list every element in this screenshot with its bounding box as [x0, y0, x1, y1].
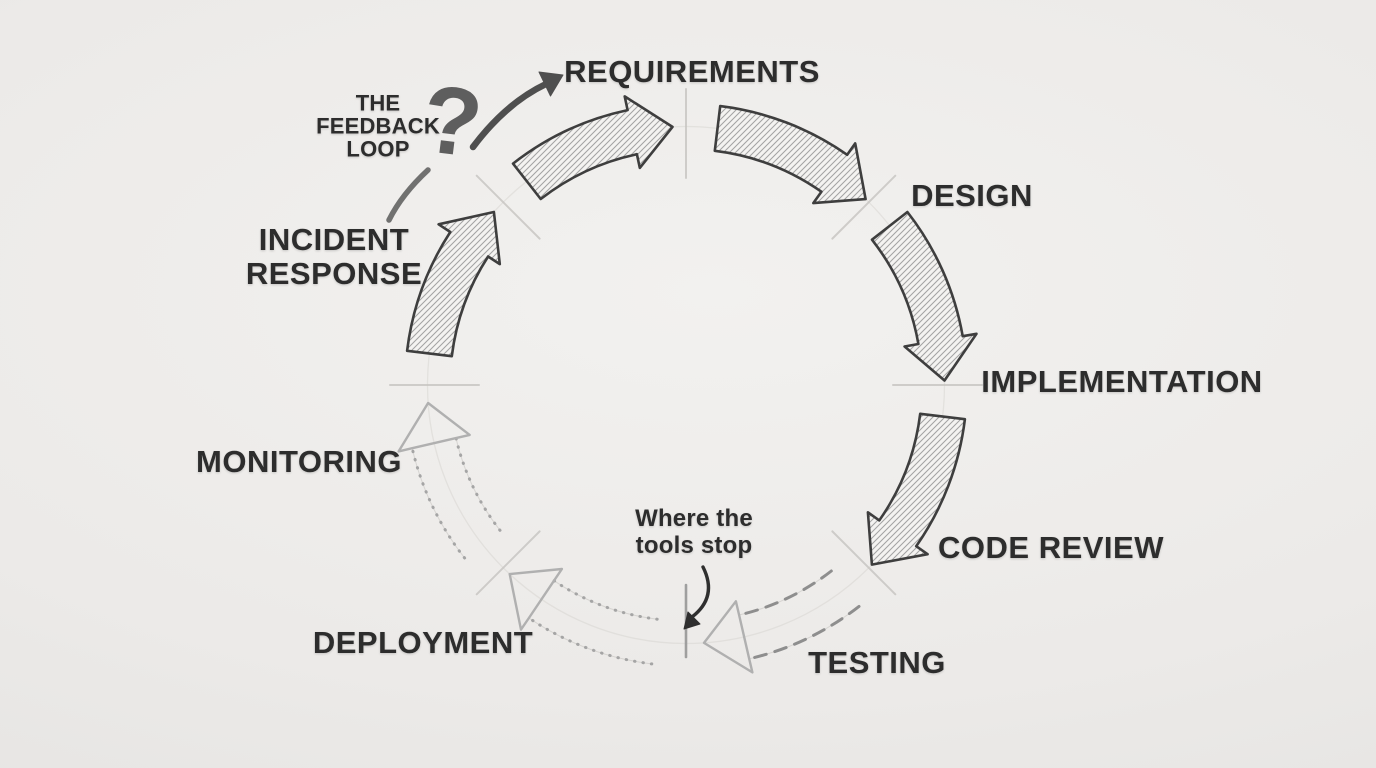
feedback-loop-title: THE FEEDBACK LOOP	[316, 92, 440, 161]
tools-stop-line-2: tools stop	[635, 532, 753, 559]
feedback-loop-title-line-1: THE	[355, 90, 401, 116]
tools-stop-line-1: Where the	[635, 505, 753, 532]
stage-label-testing: TESTING	[808, 645, 946, 680]
tools-stop-note: Where the tools stop	[635, 505, 753, 559]
stage-label-design: DESIGN	[911, 178, 1033, 213]
stage-label-incident-response: INCIDENT RESPONSE	[246, 223, 422, 291]
stage-label-monitoring: MONITORING	[196, 444, 402, 479]
stage-label-deployment: DEPLOYMENT	[312, 625, 534, 660]
stage-label-implementation: IMPLEMENTATION	[981, 364, 1263, 399]
incident-response-line-2: RESPONSE	[245, 256, 423, 291]
incident-response-line-1: INCIDENT	[258, 222, 410, 257]
stage-label-code-review: CODE REVIEW	[938, 530, 1164, 565]
stage-label-requirements: REQUIREMENTS	[564, 54, 820, 89]
feedback-loop-title-line-3: LOOP	[346, 136, 410, 162]
feedback-loop-title-line-2: FEEDBACK	[316, 113, 440, 139]
